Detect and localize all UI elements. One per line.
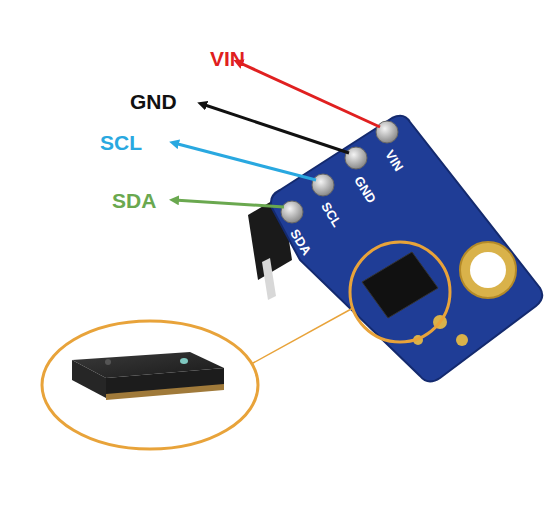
mounting-hole <box>460 242 516 298</box>
gnd-pin <box>345 147 367 169</box>
vin-pin <box>376 121 398 143</box>
highlight-circle <box>350 242 450 342</box>
pin-label: SCL <box>100 132 142 153</box>
chip-port <box>180 358 188 364</box>
chip-mark <box>105 359 111 365</box>
zoom-leader <box>244 308 353 368</box>
pin-label: SDA <box>112 190 156 211</box>
vin-arrow <box>238 62 380 127</box>
scl-pin <box>312 174 334 196</box>
zoom-inset <box>42 321 258 449</box>
sda-arrow <box>174 200 284 207</box>
chip-pads <box>106 384 224 400</box>
header-pin <box>262 258 276 300</box>
pin-label: VIN <box>210 48 245 69</box>
mounting-hole-center <box>470 252 506 288</box>
chip-side <box>72 360 106 398</box>
sda-pin <box>281 201 303 223</box>
gnd-arrow <box>202 104 349 153</box>
pin-label: GND <box>130 91 177 112</box>
scl-arrow <box>174 143 316 180</box>
circuit-board <box>271 116 542 382</box>
sensor-chip <box>362 252 438 318</box>
solder-pad <box>456 334 468 346</box>
